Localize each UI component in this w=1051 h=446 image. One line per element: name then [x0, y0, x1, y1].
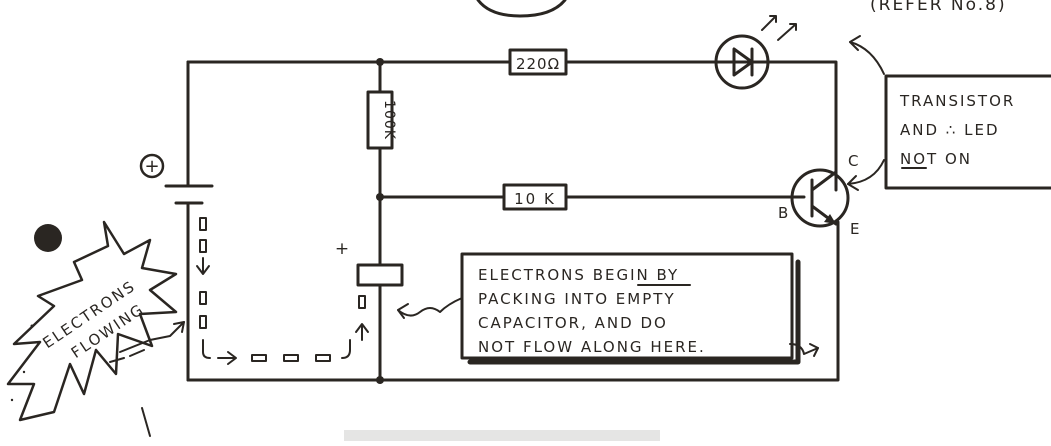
capacitor-note: ELECTRONS BEGIN BY PACKING INTO EMPTY CA…	[397, 252, 819, 365]
resistor-100k-label: 100K	[381, 100, 397, 140]
note-squiggle-head	[397, 303, 409, 319]
electron-dash	[251, 354, 267, 362]
resistor-10k-label: 10 K	[514, 190, 556, 208]
burst-tail-line	[141, 407, 151, 437]
resistor-10k-body	[502, 183, 568, 211]
capacitor-note-shadow	[467, 259, 801, 365]
bottom-wire	[186, 220, 840, 382]
electrons-flowing-burst: ELECTRONS FLOWING	[6, 220, 185, 437]
speck	[30, 324, 34, 328]
battery-plus-label: +	[144, 156, 159, 177]
transistor-note-box	[884, 74, 1051, 190]
note-arrow-out	[789, 343, 819, 355]
junction-dot-top	[376, 58, 384, 66]
electron-dash	[199, 239, 207, 253]
capacitor-note-line-2: PACKING INTO EMPTY	[478, 290, 676, 308]
collector-label: C	[848, 152, 858, 170]
battery-plus-circle	[139, 153, 165, 179]
resistor-220: 220Ω	[508, 48, 568, 76]
burst-motion-dashes	[109, 349, 145, 363]
resistor-220-label: 220Ω	[516, 55, 560, 73]
transistor-note-line-2: AND ∴ LED	[900, 121, 1000, 139]
electron-dash	[358, 295, 366, 309]
led-light-arrow-2	[777, 23, 797, 41]
partial-circle-top	[476, 0, 567, 18]
led-light-arrow-1	[761, 15, 777, 31]
electron-dash	[199, 217, 207, 231]
electron-arrow-down	[196, 257, 210, 275]
emitter-label: E	[850, 220, 859, 238]
note-arrow-out-head	[809, 343, 819, 357]
circuit-wires	[186, 58, 840, 384]
transistor-collector-lead	[810, 170, 838, 192]
note-squiggle-to-capacitor	[397, 297, 463, 317]
electron-corner-2	[341, 339, 351, 359]
resistor-220-body	[508, 48, 568, 76]
burst-text-group: ELECTRONS FLOWING	[39, 277, 147, 362]
electron-arrow-up	[355, 323, 369, 341]
transistor-note: TRANSISTOR AND ∴ LED NOT ON	[847, 35, 1051, 191]
electron-dot	[34, 224, 62, 252]
note-arrow-to-led-head	[849, 35, 861, 51]
capacitor-plus-label: +	[335, 239, 349, 259]
transistor-emitter-arrow	[824, 214, 836, 224]
burst-motion-arrow-head	[173, 321, 185, 333]
speck	[10, 398, 14, 402]
electron-corner	[202, 339, 211, 359]
electron-dash	[199, 315, 207, 329]
partial-bottom-caption	[344, 430, 660, 441]
note-arrow-to-led	[849, 41, 885, 75]
burst-motion-arrow	[119, 321, 185, 353]
transistor: C B E	[778, 152, 859, 238]
capacitor-note-line-1: ELECTRONS BEGIN BY	[478, 266, 679, 284]
transistor-note-line-1: TRANSISTOR	[899, 92, 1015, 110]
electron-dash	[199, 291, 207, 305]
capacitor-note-line-3: CAPACITOR, AND DO	[478, 314, 668, 332]
resistor-100k-body	[366, 90, 394, 150]
transistor-note-line-3: NOT ON	[900, 150, 972, 168]
capacitor-body	[356, 263, 404, 287]
led	[714, 15, 797, 90]
note-arrow-to-transistor	[847, 159, 885, 185]
electron-arrow-right	[217, 351, 237, 365]
junction-dot-bottom	[376, 376, 384, 384]
note-arrow-to-transistor-head	[847, 175, 859, 191]
refer-note: (REFER No.8)	[870, 0, 1007, 15]
electron-dash	[315, 354, 331, 362]
electron-dash	[283, 354, 299, 362]
capacitor-note-box	[460, 252, 794, 360]
battery: +	[139, 153, 214, 205]
burst-shape	[6, 220, 178, 422]
resistor-10k: 10 K	[502, 183, 568, 211]
speck	[22, 370, 26, 374]
transistor-body	[790, 168, 850, 228]
led-triangle	[732, 47, 754, 77]
capacitor-note-line-4: NOT FLOW ALONG HERE.	[478, 338, 706, 356]
base-label: B	[778, 204, 788, 222]
junction-dot-middle	[376, 193, 384, 201]
electron-flow-path	[196, 217, 369, 365]
capacitor: +	[335, 239, 404, 287]
top-wire-right	[766, 60, 838, 192]
resistor-100k: 100K	[366, 90, 397, 150]
